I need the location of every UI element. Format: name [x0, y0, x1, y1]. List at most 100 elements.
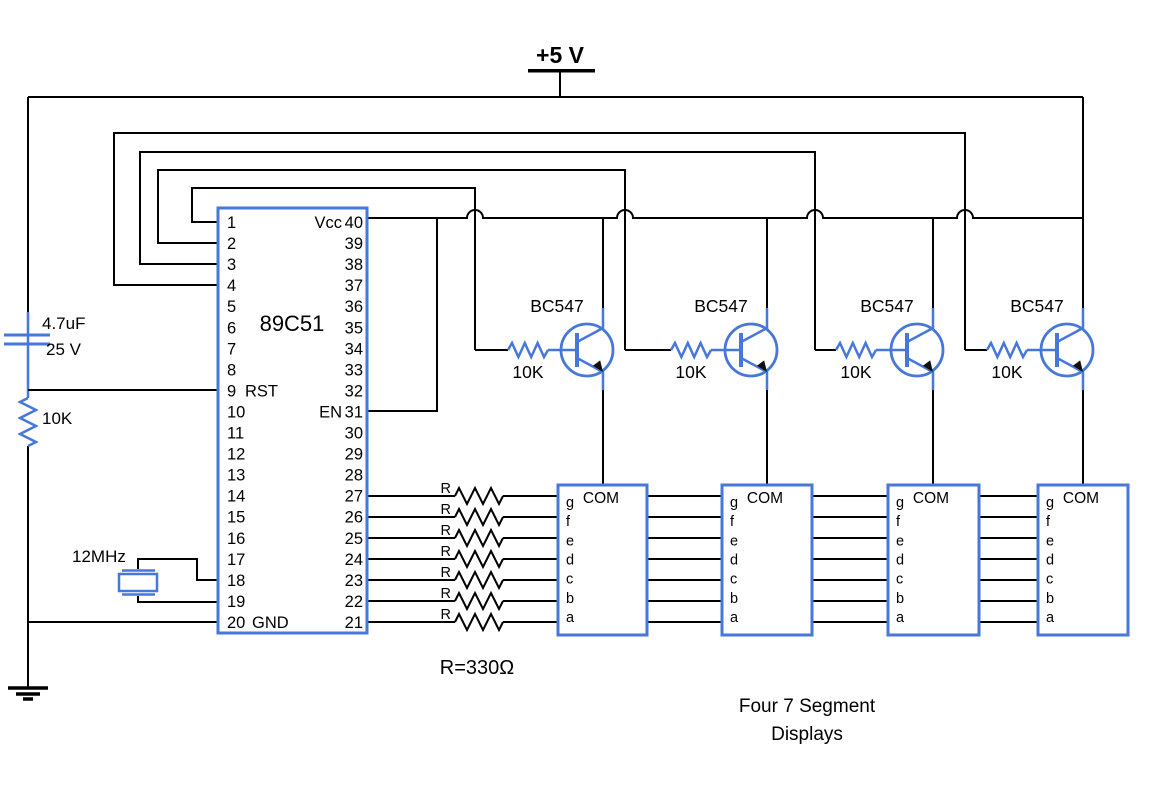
- segment-resistor-zigzag: [454, 506, 504, 528]
- ic-right-pin-number: 34: [345, 340, 363, 358]
- base-resistor-value-label: 10K: [675, 362, 706, 382]
- loop-pin1: [191, 187, 476, 350]
- ic-left-pin-number: 18: [227, 572, 245, 590]
- ic-pin-function-label: GND: [252, 614, 289, 632]
- segment-resistor-label: R: [441, 481, 451, 497]
- ic-right-pin-number: 32: [345, 382, 363, 400]
- segment-pin-label: e: [896, 533, 904, 549]
- loop-pin3: [139, 151, 816, 350]
- emitter-arrow: [756, 360, 767, 372]
- ic-left-pin-number: 20: [227, 614, 245, 632]
- ic-pin-function-label: EN: [319, 403, 342, 421]
- display-body: [720, 483, 814, 637]
- ic-right-pin-number: 40: [345, 214, 363, 232]
- ic-right-pin-number: 27: [345, 488, 363, 506]
- segment-pin-label: e: [730, 533, 738, 549]
- crystal-12mhz: [117, 558, 218, 603]
- resistor-equation-label: R=330Ω: [440, 657, 514, 679]
- emitter-arrow: [1072, 360, 1083, 372]
- ic-pin-function-label: Vcc: [314, 214, 342, 232]
- ic-left-pin-number: 16: [227, 530, 245, 548]
- com-label: COM: [913, 490, 949, 507]
- ic-left-pin-number: 2: [227, 235, 236, 253]
- ic-right-pin-number: 22: [345, 593, 363, 611]
- segment-resistor-zigzag: [454, 611, 504, 633]
- ic-right-pin-number: 39: [345, 235, 363, 253]
- segment-pin-label: d: [566, 553, 574, 569]
- segment-resistor-label: R: [441, 607, 451, 623]
- segment-resistor-label: R: [441, 502, 451, 518]
- transistor-4: [965, 218, 1095, 485]
- emitter-diagonal: [1056, 356, 1084, 374]
- segment-pin-label: g: [896, 495, 904, 511]
- segment-pin-label: a: [566, 610, 575, 626]
- transistor-part-label: BC547: [1010, 296, 1064, 316]
- ic-right-pin-number: 28: [345, 467, 363, 485]
- capacitor-voltage-label: 25 V: [46, 340, 82, 359]
- ic-right-pin-number: 37: [345, 277, 363, 295]
- ic-left-pin-number: 1: [227, 214, 236, 232]
- collector-diagonal: [576, 326, 604, 344]
- ic-left-pin-number: 12: [227, 446, 245, 464]
- collector-diagonal: [906, 326, 934, 344]
- segment-resistor-zigzag: [454, 485, 504, 507]
- segment-pin-label: f: [896, 514, 901, 530]
- segment-pin-label: f: [730, 514, 735, 530]
- base-resistor-zigzag: [669, 339, 713, 361]
- power-bar: [528, 69, 595, 73]
- ic-left-pin-number: 7: [227, 340, 236, 358]
- segment-pin-label: c: [730, 572, 737, 588]
- segment-pin-label: a: [896, 610, 905, 626]
- en-wire: [367, 218, 438, 412]
- emitter-diagonal: [906, 356, 934, 374]
- vcc-rail: [367, 209, 1083, 219]
- ic-right-pin-number: 26: [345, 509, 363, 527]
- capacitor-value-label: 4.7uF: [42, 314, 85, 333]
- ground-symbol: [8, 686, 48, 701]
- segment-pin-label: c: [566, 572, 573, 588]
- segment-resistor-zigzag: [454, 527, 504, 549]
- ic-right-pin-number: 23: [345, 572, 363, 590]
- transistor-part-label: BC547: [694, 296, 748, 316]
- ic-right-pin-number: 24: [345, 551, 363, 569]
- ic-right-pin-number: 35: [345, 319, 363, 337]
- ic-left-pin-number: 8: [227, 361, 236, 379]
- com-label: COM: [1063, 490, 1099, 507]
- transistor-3: [815, 218, 945, 485]
- segment-pin-label: b: [730, 591, 738, 607]
- base-resistor-zigzag: [985, 339, 1029, 361]
- segment-pin-label: c: [1046, 572, 1053, 588]
- segment-pin-label: d: [896, 553, 904, 569]
- ic-left-pin-number: 5: [227, 298, 236, 316]
- segment-pin-label: f: [566, 514, 571, 530]
- segment-resistor-zigzag: [454, 548, 504, 570]
- pullup-resistor-zigzag: [17, 396, 39, 448]
- segment-pin-label: e: [1046, 533, 1054, 549]
- ic-body: [216, 206, 369, 635]
- crystal-wire-bottom: [137, 596, 218, 603]
- ic-right-pin-number: 31: [345, 403, 363, 421]
- ic-left-pin-number: 6: [227, 319, 236, 337]
- com-label: COM: [583, 490, 619, 507]
- segment-pin-label: a: [1046, 610, 1055, 626]
- caption-line2: Displays: [771, 724, 843, 745]
- transistor-part-label: BC547: [860, 296, 914, 316]
- crystal-body: [117, 572, 159, 593]
- ic-right-pin-number: 29: [345, 446, 363, 464]
- segment-pin-label: a: [730, 610, 739, 626]
- transistor-1: [475, 218, 615, 485]
- caption-line1: Four 7 Segment: [739, 696, 876, 717]
- emitter-diagonal: [576, 356, 604, 374]
- ic-right-pin-number: 30: [345, 425, 363, 443]
- ic-pin-function-label: RST: [245, 382, 278, 400]
- ic-right-pin-number: 36: [345, 298, 363, 316]
- emitter-arrow: [592, 360, 603, 372]
- segment-resistor-zigzag: [454, 590, 504, 612]
